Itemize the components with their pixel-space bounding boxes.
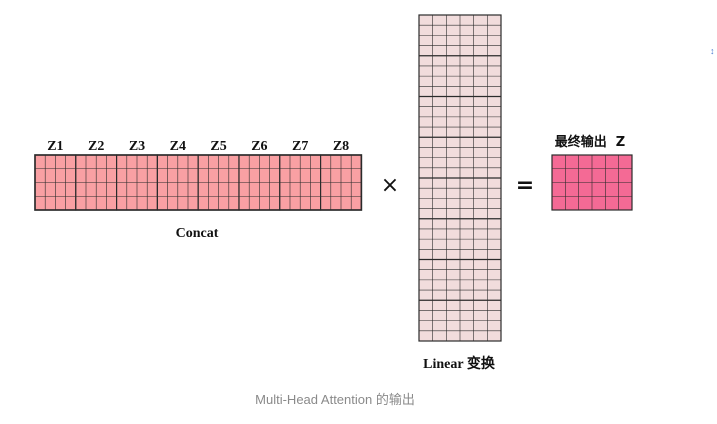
head-label-z6: Z6	[251, 139, 267, 154]
head-label-z1: Z1	[47, 139, 63, 154]
head-label-z8: Z8	[333, 139, 349, 154]
output-label: 最终输出 Z	[555, 134, 625, 150]
concat-heads-group: Z1 Z2 Z3 Z4 Z5 Z6 Z7 Z8	[34, 139, 363, 211]
linear-grid	[418, 14, 502, 342]
head-label-z4: Z4	[170, 139, 186, 154]
head-label-z7: Z7	[292, 139, 308, 154]
concat-border	[34, 154, 363, 211]
head-matrix-z3	[115, 154, 158, 211]
linear-label: Linear 变换	[423, 355, 496, 372]
multiply-symbol: ×	[381, 173, 399, 198]
side-scroll-icon: ↕	[710, 46, 715, 56]
head-matrix-z8	[320, 154, 363, 211]
head-matrix-z1	[34, 154, 77, 211]
head-matrix-z5	[197, 154, 240, 211]
equals-symbol: =	[516, 173, 534, 198]
output-grid	[551, 154, 633, 211]
head-matrix-z7	[279, 154, 322, 211]
concat-label: Concat	[176, 226, 219, 241]
head-matrix-z4	[156, 154, 199, 211]
output-z-matrix	[551, 154, 633, 211]
figure-caption: Multi-Head Attention 的输出	[255, 392, 415, 407]
head-matrix-z2	[75, 154, 118, 211]
head-label-z2: Z2	[88, 139, 104, 154]
linear-weight-matrix	[418, 14, 502, 342]
head-label-z5: Z5	[210, 139, 226, 154]
head-label-z3: Z3	[129, 139, 145, 154]
head-matrix-z6	[238, 154, 281, 211]
